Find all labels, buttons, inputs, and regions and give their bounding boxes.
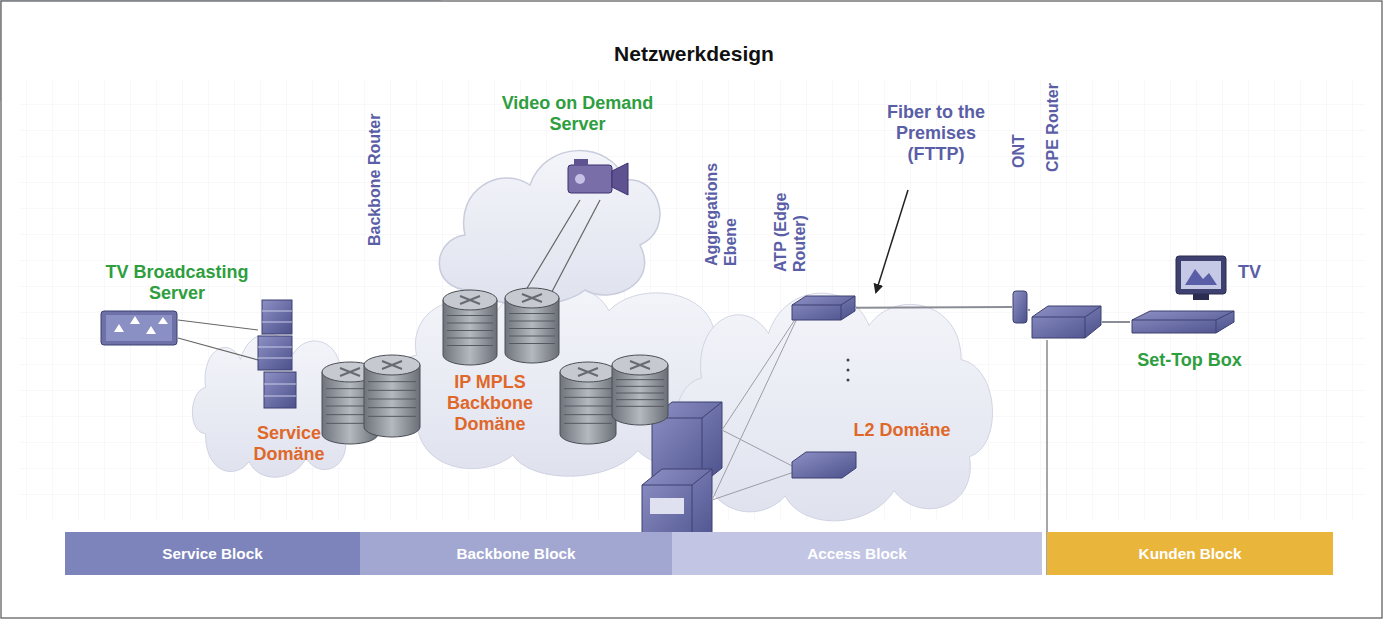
device-label: TV [1238,262,1278,283]
layer-label: Aggregations Ebene [703,154,740,266]
backbone-router [560,372,616,444]
block-label: Kunden Block [1047,532,1333,575]
device-label: CPE Router [1044,72,1063,172]
callout-label: Fiber to the Premises (FTTP) [872,102,1000,165]
set-top-box-shape [1130,310,1236,334]
server-icon: TV Broadcasting Server [100,310,178,346]
device-label: Video on Demand Server [490,93,665,135]
layer-label: Backbone Router [366,86,385,246]
edge-router: ATP (Edge Router) [790,295,856,321]
callout-arrow [876,190,908,292]
fiber-link [1028,309,1030,312]
firewall-rack [258,300,296,408]
tv-icon: TV [1175,255,1227,301]
block-band: Backbone Block [360,532,672,575]
block-band: Kunden Block [1047,532,1333,575]
diagram-title: Netzwerkdesign [0,42,1388,67]
domain-label: Service Domäne [248,423,330,465]
vod-server-camera-shape [566,157,630,199]
edge-router [792,452,856,478]
backbone-router [364,365,420,437]
domain-label: IP MPLS Backbone Domäne [426,372,554,435]
tv-icon-shape [1175,255,1227,301]
ont-device: ONT [1012,290,1028,324]
device-label: ONT [1010,118,1029,168]
block-label: Service Block [65,532,360,575]
device-label: Set-Top Box [1122,350,1257,371]
aggregation-switch [642,402,722,551]
block-band: Access Block [672,532,1042,575]
edge-router-shape [790,295,856,321]
block-label: Backbone Block [360,532,672,575]
domain-label: L2 Domäne [852,420,952,441]
ont-device-shape [1012,290,1028,324]
server-icon-shape [100,310,178,346]
block-label: Access Block [672,532,1042,575]
fiber-link [856,306,1012,309]
block-band: Service Block [65,532,360,575]
fiber-link [1102,321,1130,323]
cpe-router-shape [1030,305,1102,339]
set-top-box: Set-Top Box [1130,310,1236,334]
device-label: ATP (Edge Router) [772,172,809,272]
vod-server-camera: Video on Demand Server [566,157,630,199]
device-label: TV Broadcasting Server [92,262,262,304]
cpe-router: CPE Router [1030,305,1102,339]
